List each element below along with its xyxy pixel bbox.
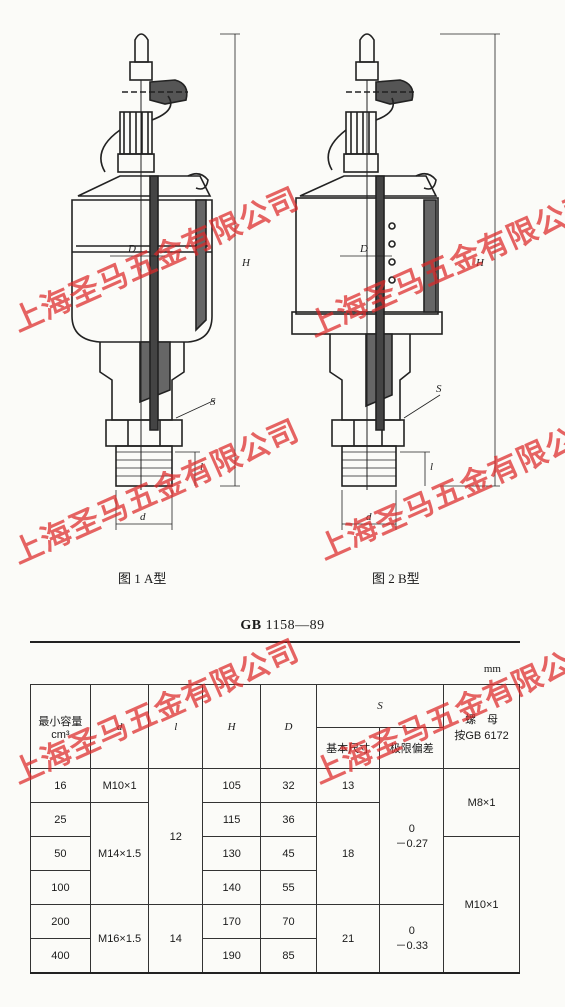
figure-2-caption: 图 2 B型 bbox=[372, 571, 420, 586]
cell-capacity: 400 bbox=[30, 938, 91, 974]
standard-number: 1158—89 bbox=[265, 618, 325, 633]
table-row: 50 130 45 M10×1 bbox=[30, 836, 520, 974]
cell-nut: M8×1 bbox=[443, 768, 520, 837]
cell-d: M16×1.5 bbox=[89, 904, 150, 974]
cell-capacity: 200 bbox=[30, 904, 91, 939]
standard-title: GB 1158—89 bbox=[0, 618, 565, 634]
cell-s-tolerance: 0 －0.27 bbox=[379, 768, 445, 905]
table-row: 25 M14×1.5 115 36 18 bbox=[30, 802, 520, 905]
fig2-dim-d: d bbox=[366, 511, 372, 523]
cell-H: 170 bbox=[202, 904, 262, 939]
col-header-s-basic: 基本尺寸 bbox=[315, 727, 381, 769]
cell-D: 55 bbox=[260, 870, 317, 905]
cell-capacity: 100 bbox=[30, 870, 91, 905]
standard-code: GB bbox=[240, 618, 262, 633]
col-header-S: S bbox=[315, 684, 445, 728]
cell-H: 105 bbox=[202, 768, 262, 803]
cell-H: 115 bbox=[202, 802, 262, 837]
cell-D: 70 bbox=[260, 904, 317, 939]
figure-b-drawing bbox=[291, 33, 500, 530]
fig1-dim-S: S bbox=[210, 396, 216, 408]
unit-label: mm bbox=[483, 663, 501, 675]
cell-s-basic: 21 bbox=[315, 904, 381, 974]
cell-H: 140 bbox=[202, 870, 262, 905]
table-row: 100 140 55 bbox=[30, 870, 520, 905]
col-header-H: H bbox=[202, 684, 262, 769]
cell-l: 14 bbox=[148, 904, 204, 974]
cell-capacity: 16 bbox=[30, 768, 91, 803]
fig1-dim-d: d bbox=[140, 511, 146, 523]
col-header-d: d bbox=[89, 684, 150, 769]
cell-D: 85 bbox=[260, 938, 317, 974]
fig2-dim-l: l bbox=[430, 461, 433, 473]
fig2-dim-H: H bbox=[475, 257, 485, 269]
dimension-table: 最小容量 cm³ d l H D S 螺 母 按GB 6172 基本尺寸 极限偏… bbox=[30, 684, 520, 974]
fig2-dim-S: S bbox=[436, 383, 442, 395]
cell-D: 32 bbox=[260, 768, 317, 803]
technical-drawings: H D S l d H D S l d bbox=[71, 33, 500, 530]
cell-D: 36 bbox=[260, 802, 317, 837]
table-row: 400 190 85 bbox=[30, 938, 520, 974]
col-header-s-tolerance: 极限偏差 bbox=[379, 727, 445, 769]
cell-l: 12 bbox=[148, 768, 204, 905]
figure-1-caption: 图 1 A型 bbox=[118, 571, 167, 586]
cell-capacity: 50 bbox=[30, 836, 91, 871]
table-row: 200 M16×1.5 14 170 70 21 0 －0.33 bbox=[30, 904, 520, 974]
fig1-dim-l: l bbox=[200, 461, 203, 473]
header-rule bbox=[30, 641, 520, 643]
fig1-dim-D: D bbox=[127, 243, 136, 255]
cell-s-basic: 18 bbox=[315, 802, 381, 905]
cell-capacity: 25 bbox=[30, 802, 91, 837]
col-header-l: l bbox=[148, 684, 204, 769]
col-header-capacity: 最小容量 cm³ bbox=[30, 684, 91, 769]
cell-D: 45 bbox=[260, 836, 317, 871]
figure-a-drawing bbox=[71, 33, 240, 530]
cell-s-tolerance: 0 －0.33 bbox=[379, 904, 445, 974]
cell-d: M14×1.5 bbox=[89, 802, 150, 905]
cell-nut: M10×1 bbox=[443, 836, 520, 974]
cell-H: 130 bbox=[202, 836, 262, 871]
fig1-dim-H: H bbox=[241, 257, 251, 269]
cell-s-basic: 13 bbox=[315, 768, 381, 803]
col-header-D: D bbox=[260, 684, 317, 769]
col-header-nut: 螺 母 按GB 6172 bbox=[443, 684, 520, 769]
cell-H: 190 bbox=[202, 938, 262, 974]
table-row: 16 M10×1 12 105 32 13 0 －0.27 M8×1 bbox=[30, 768, 520, 905]
fig2-dim-D: D bbox=[359, 243, 368, 255]
cell-d: M10×1 bbox=[89, 768, 150, 803]
